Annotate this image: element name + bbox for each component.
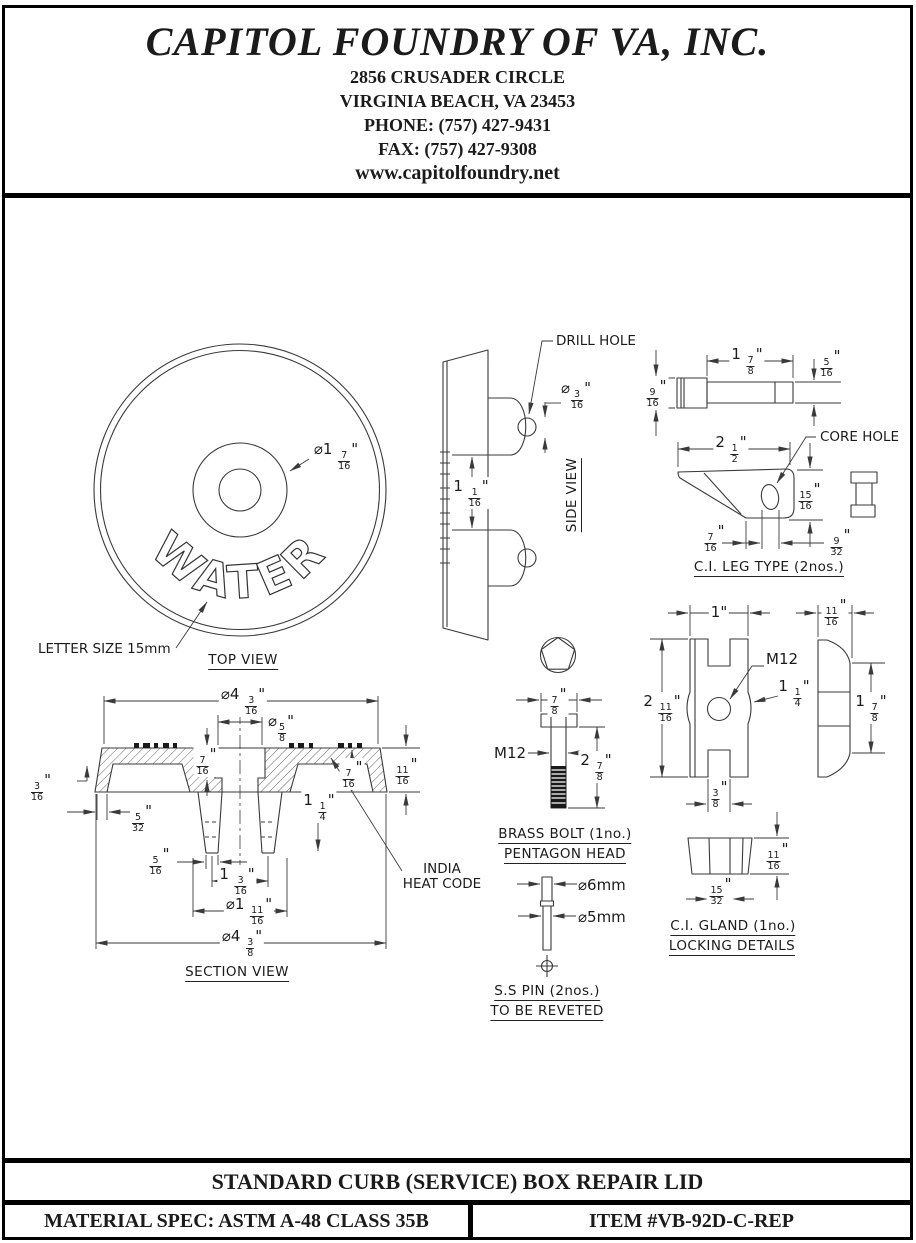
dim-plate-thread: M12 — [766, 650, 799, 668]
note-letter-size: LETTER SIZE 15mm — [38, 641, 171, 657]
lock-plate-drawing — [650, 605, 885, 812]
dim-pin-head-dia: ⌀6mm — [578, 876, 626, 894]
spec-row: MATERIAL SPEC: ASTM A-48 CLASS 35B ITEM … — [5, 1200, 910, 1237]
pin-drawing — [517, 876, 577, 977]
caption-gland: C.I. GLAND (1no.) — [670, 918, 796, 936]
caption-brass-bolt: BRASS BOLT (1no.) — [498, 826, 632, 844]
note-india-heat-code: INDIA HEAT CODE — [402, 861, 482, 892]
drawing-title: STANDARD CURB (SERVICE) BOX REPAIR LID — [211, 1168, 704, 1194]
embossed-water-text: WATER — [141, 521, 338, 610]
top-view-drawing: WATER — [93, 343, 387, 649]
leg-detail-drawing — [645, 350, 878, 549]
caption-to-be-reveted: TO BE REVETED — [490, 1003, 604, 1021]
sheet-border — [2, 5, 913, 1240]
dim-pin-shaft-dia: ⌀5mm — [578, 908, 626, 926]
section-view-drawing — [67, 696, 420, 949]
dim-bolt-thread: M12 — [494, 744, 527, 762]
company-address2: VIRGINIA BEACH, VA 23453 — [339, 91, 576, 111]
caption-leg-type: C.I. LEG TYPE (2nos.) — [693, 559, 845, 577]
company-website: www.capitolfoundry.net — [355, 162, 560, 184]
caption-pentagon-head: PENTAGON HEAD — [504, 846, 626, 864]
material-spec-cell: MATERIAL SPEC: ASTM A-48 CLASS 35B — [5, 1205, 473, 1237]
caption-section-view: SECTION VIEW — [185, 964, 289, 982]
title-bar: STANDARD CURB (SERVICE) BOX REPAIR LID — [5, 1158, 910, 1200]
caption-top-view: TOP VIEW — [208, 652, 278, 670]
caption-side-view: SIDE VIEW — [564, 457, 582, 533]
side-view-drawing — [440, 340, 561, 641]
note-drill-hole: DRILL HOLE — [556, 333, 636, 349]
note-core-hole: CORE HOLE — [820, 429, 900, 445]
bolt-drawing — [516, 636, 605, 809]
company-fax: FAX: (757) 427-9308 — [378, 139, 537, 159]
caption-locking-details: LOCKING DETAILS — [668, 938, 796, 956]
company-address1: 2856 CRUSADER CIRCLE — [349, 67, 566, 87]
dim-plate-width: 1" — [708, 603, 730, 621]
caption-ss-pin: S.S PIN (2nos.) — [494, 983, 600, 1001]
company-name: CAPITOL FOUNDRY OF VA, INC. — [145, 19, 770, 64]
item-number-cell: ITEM #VB-92D-C-REP — [589, 1209, 794, 1232]
company-phone: PHONE: (757) 427-9431 — [364, 115, 551, 135]
title-header: CAPITOL FOUNDRY OF VA, INC. 2856 CRUSADE… — [5, 8, 910, 198]
